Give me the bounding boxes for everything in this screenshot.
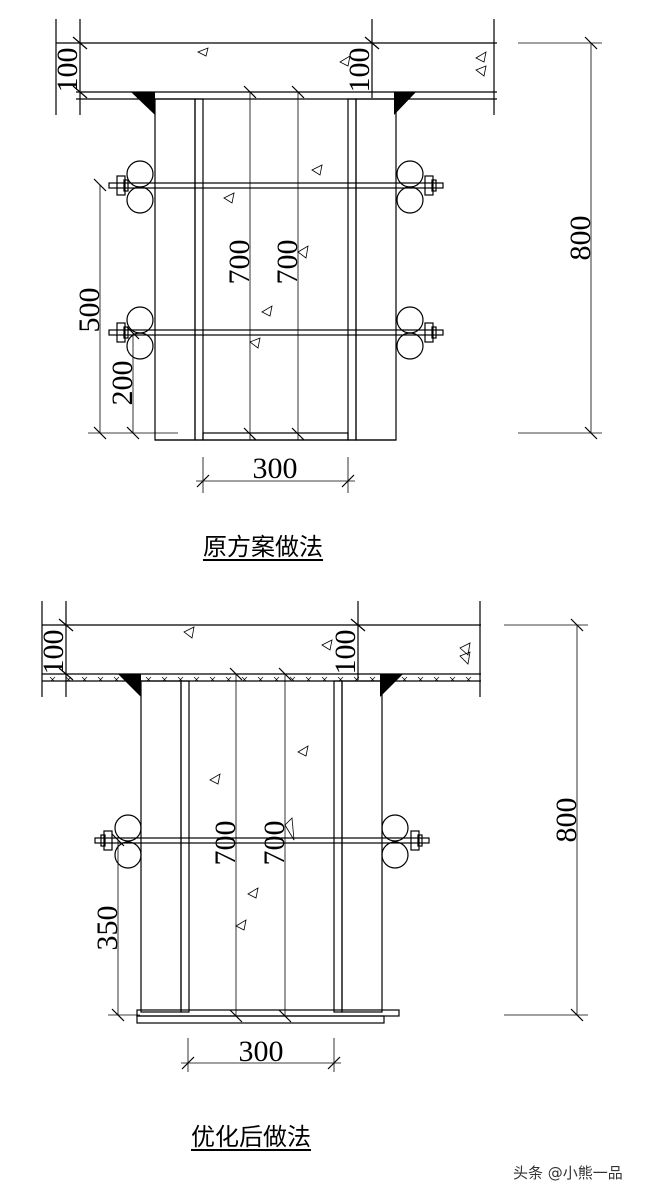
slab [55, 19, 497, 115]
bottom-plank [136, 1009, 400, 1017]
fillet-left [118, 674, 141, 697]
slab [41, 601, 481, 697]
dim-bolt-bottom: 200 [106, 361, 139, 406]
watermark: 头条 @小熊一品 [513, 1164, 623, 1182]
formwork-left [140, 680, 190, 1013]
bolt-row-1 [94, 814, 430, 869]
dim-bolt-bottom: 350 [91, 906, 124, 951]
dim-slab-right: 100 [343, 48, 376, 93]
caption-optimized: 优化后做法 [191, 1123, 311, 1151]
concrete-aggregate [183, 626, 471, 931]
formwork-left [154, 98, 204, 441]
dim-slab-right: 100 [329, 630, 362, 675]
diagram-optimized: 100 100 800 700 700 350 300 [37, 601, 588, 1072]
caption-original: 原方案做法 [203, 533, 323, 561]
dim-depth-2: 700 [271, 240, 304, 285]
dim-beam-width: 300 [253, 452, 298, 485]
formwork-right [347, 98, 397, 441]
dim-depth-2: 700 [258, 821, 291, 866]
dim-total-height: 800 [550, 798, 583, 843]
bolt-row-2 [108, 306, 444, 360]
fillet-left [131, 92, 155, 115]
bottom-form [202, 432, 349, 441]
dim-slab-left: 100 [51, 48, 84, 93]
dim-depth-1: 700 [223, 240, 256, 285]
dim-bolt-spacing: 500 [73, 288, 106, 333]
diagram-original: 100 100 800 700 700 500 200 300 [51, 19, 602, 493]
dim-beam-width: 300 [239, 1035, 284, 1068]
dim-depth-1: 700 [209, 821, 242, 866]
bottom-form [136, 1015, 385, 1024]
fillet-right [394, 92, 416, 115]
concrete-aggregate [197, 47, 487, 349]
dim-slab-left: 100 [37, 630, 70, 675]
dim-total-height: 800 [564, 216, 597, 261]
fillet-right [380, 674, 403, 697]
formwork-right [333, 680, 383, 1013]
bolt-row-1 [108, 160, 444, 214]
